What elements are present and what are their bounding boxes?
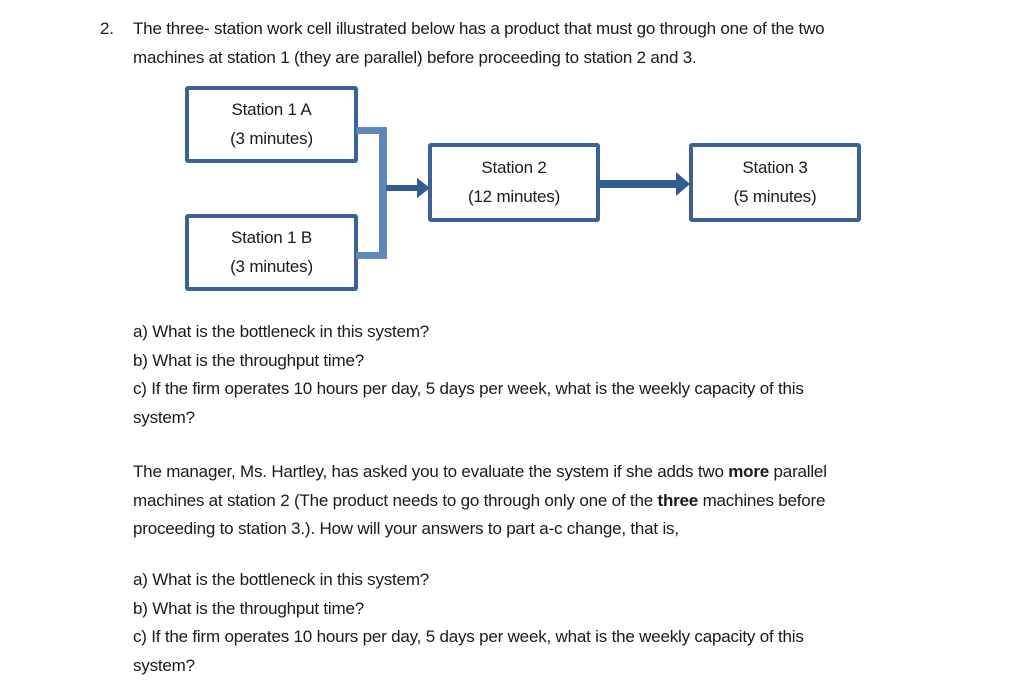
- question-c-line-1: c) If the firm operates 10 hours per day…: [133, 379, 804, 399]
- connector-elbow-from-station-1a: [356, 127, 387, 134]
- station-1a-box: Station 1 A (3 minutes): [185, 86, 358, 163]
- hartley-line-3: proceeding to station 3.). How will your…: [133, 519, 679, 539]
- intro-line-2: machines at station 1 (they are parallel…: [133, 47, 697, 67]
- connector-merge-vertical: [379, 127, 387, 259]
- hartley-line-1-post: parallel: [769, 462, 827, 481]
- station-2-title: Station 2: [481, 157, 547, 177]
- arrow-to-station-2-shaft: [386, 185, 419, 191]
- questions-first: a) What is the bottleneck in this system…: [133, 318, 804, 432]
- question-c-line-2: system?: [133, 407, 195, 427]
- problem-intro: The three- station work cell illustrated…: [133, 15, 825, 72]
- question-b: b) What is the throughput time?: [133, 598, 364, 618]
- station-1b-subtitle: (3 minutes): [230, 256, 313, 276]
- hartley-line-1: The manager, Ms. Hartley, has asked you …: [133, 458, 827, 487]
- question-c-line-2: system?: [133, 655, 195, 675]
- arrow-to-station-2-head-icon: [417, 178, 430, 198]
- hartley-line-2-post: machines before: [698, 490, 826, 510]
- station-1a-subtitle: (3 minutes): [230, 128, 313, 148]
- station-1b-box: Station 1 B (3 minutes): [185, 214, 358, 291]
- station-1b-title: Station 1 B: [231, 227, 312, 247]
- intro-line-1: The three- station work cell illustrated…: [133, 19, 825, 38]
- question-a: a) What is the bottleneck in this system…: [133, 322, 430, 341]
- question-a: a) What is the bottleneck in this system…: [133, 570, 430, 589]
- arrow-to-station-3-head-icon: [676, 172, 690, 196]
- station-3-subtitle: (5 minutes): [733, 186, 817, 206]
- hartley-line-2-bold: three: [657, 490, 699, 510]
- hartley-paragraph: The manager, Ms. Hartley, has asked you …: [133, 458, 827, 544]
- question-b: b) What is the throughput time?: [133, 350, 364, 370]
- station-1a-title: Station 1 A: [231, 99, 312, 119]
- hartley-line-2: machines at station 2 (The product needs…: [133, 487, 827, 516]
- arrow-to-station-3-shaft: [599, 180, 679, 188]
- question-c-line-1: c) If the firm operates 10 hours per day…: [133, 627, 804, 647]
- hartley-line-1-pre: The manager, Ms. Hartley, has asked you …: [133, 462, 729, 481]
- hartley-line-1-bold: more: [728, 462, 770, 481]
- questions-second: a) What is the bottleneck in this system…: [133, 566, 804, 680]
- station-2-subtitle: (12 minutes): [467, 186, 561, 206]
- connector-elbow-from-station-1b: [356, 252, 387, 259]
- station-3-title: Station 3: [742, 157, 808, 177]
- problem-number: 2.: [100, 19, 114, 38]
- station-3-box: Station 3 (5 minutes): [689, 143, 861, 222]
- hartley-line-2-pre: machines at station 2 (The product needs…: [133, 490, 658, 510]
- station-2-box: Station 2 (12 minutes): [428, 143, 600, 222]
- work-cell-diagram: Station 1 A (3 minutes) Station 1 B (3 m…: [0, 0, 1030, 320]
